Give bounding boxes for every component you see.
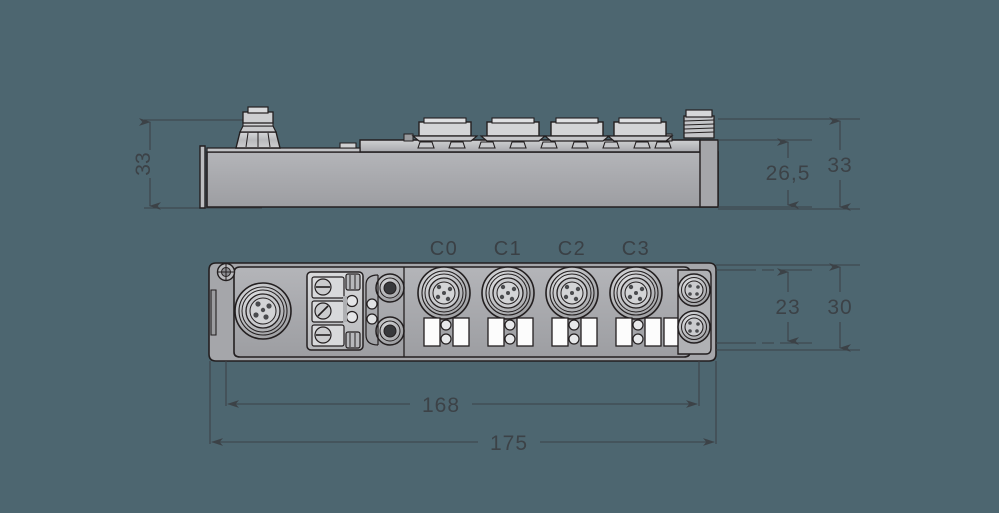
led-c3-a	[632, 319, 644, 331]
side-m12-port-c2	[543, 117, 611, 142]
status-led-lower	[366, 313, 378, 325]
dim-label-front-right-inner: 23	[775, 296, 800, 319]
port-label-c2: C2	[558, 238, 587, 260]
label-field-c0-a	[423, 317, 441, 347]
dimension-front-right-inner: 23	[716, 268, 812, 345]
front-left-notch	[210, 289, 217, 336]
side-m12-port-c0	[411, 117, 479, 142]
side-module-body	[206, 151, 719, 208]
side-back-plate	[199, 145, 206, 209]
led-c2-b	[568, 333, 580, 345]
side-top-m12-ports	[411, 117, 674, 142]
dimension-side-inner-height: 26,5	[718, 138, 812, 209]
front-push-buttons[interactable]	[365, 273, 405, 346]
port-label-c0: C0	[430, 238, 459, 260]
front-port-c3[interactable]	[609, 266, 663, 320]
side-view: 33	[132, 106, 860, 211]
front-m8-connector-group	[677, 269, 712, 355]
dimension-front-outer-width: 175	[209, 361, 717, 455]
port-label-c3: C3	[622, 238, 651, 260]
side-m8-threaded-connector	[683, 109, 715, 139]
led-c2-a	[568, 319, 580, 331]
side-left-top-step	[206, 147, 361, 153]
push-button-lower[interactable]	[375, 316, 405, 346]
side-m12-port-c3	[606, 117, 674, 142]
side-right-end-cap	[699, 139, 719, 208]
front-terminal-block	[306, 271, 364, 351]
side-m12-hex-nut-connector	[235, 106, 281, 149]
dim-label-front-outer-width: 175	[490, 432, 528, 455]
dim-label-side-left-height: 33	[132, 152, 155, 175]
front-m12-bus-connector	[234, 282, 292, 340]
front-port-c0[interactable]	[417, 266, 471, 320]
dim-label-side-right-height: 33	[827, 154, 852, 177]
label-field-c0-b	[452, 317, 470, 347]
label-field-c2-a	[551, 317, 569, 347]
led-c1-b	[504, 333, 516, 345]
side-m12-port-c1	[479, 117, 547, 142]
side-marker-left	[403, 133, 414, 142]
label-field-c3-a	[615, 317, 633, 347]
label-field-c1-a	[487, 317, 505, 347]
label-field-c2-b	[580, 317, 598, 347]
front-m8-connector-lower[interactable]	[677, 310, 711, 344]
led-c0-a	[440, 319, 452, 331]
front-channel-ports	[417, 266, 681, 347]
dimension-side-right-height: 33	[718, 117, 860, 211]
led-c1-a	[504, 319, 516, 331]
push-button-upper[interactable]	[375, 273, 405, 303]
dim-label-front-inner-width: 168	[422, 394, 460, 417]
dimension-front-inner-width: 168	[225, 361, 700, 417]
label-field-c1-b	[516, 317, 534, 347]
status-led-upper	[366, 298, 378, 310]
front-port-c2[interactable]	[545, 266, 599, 320]
led-c0-b	[440, 333, 452, 345]
label-field-c3-b	[644, 317, 662, 347]
dim-label-side-inner-height: 26,5	[766, 162, 811, 185]
front-m8-connector-upper[interactable]	[677, 273, 711, 307]
led-c3-b	[632, 333, 644, 345]
front-mounting-hole-left	[216, 262, 236, 282]
side-vent-slots	[417, 141, 672, 149]
dimension-front-right-outer: 30	[716, 263, 860, 352]
side-left-tab	[339, 142, 357, 149]
front-port-c1[interactable]	[481, 266, 535, 320]
dim-label-front-right-outer: 30	[827, 296, 852, 319]
front-view: C0 C1 C2 C3	[208, 238, 860, 455]
port-label-c1: C1	[494, 238, 523, 260]
